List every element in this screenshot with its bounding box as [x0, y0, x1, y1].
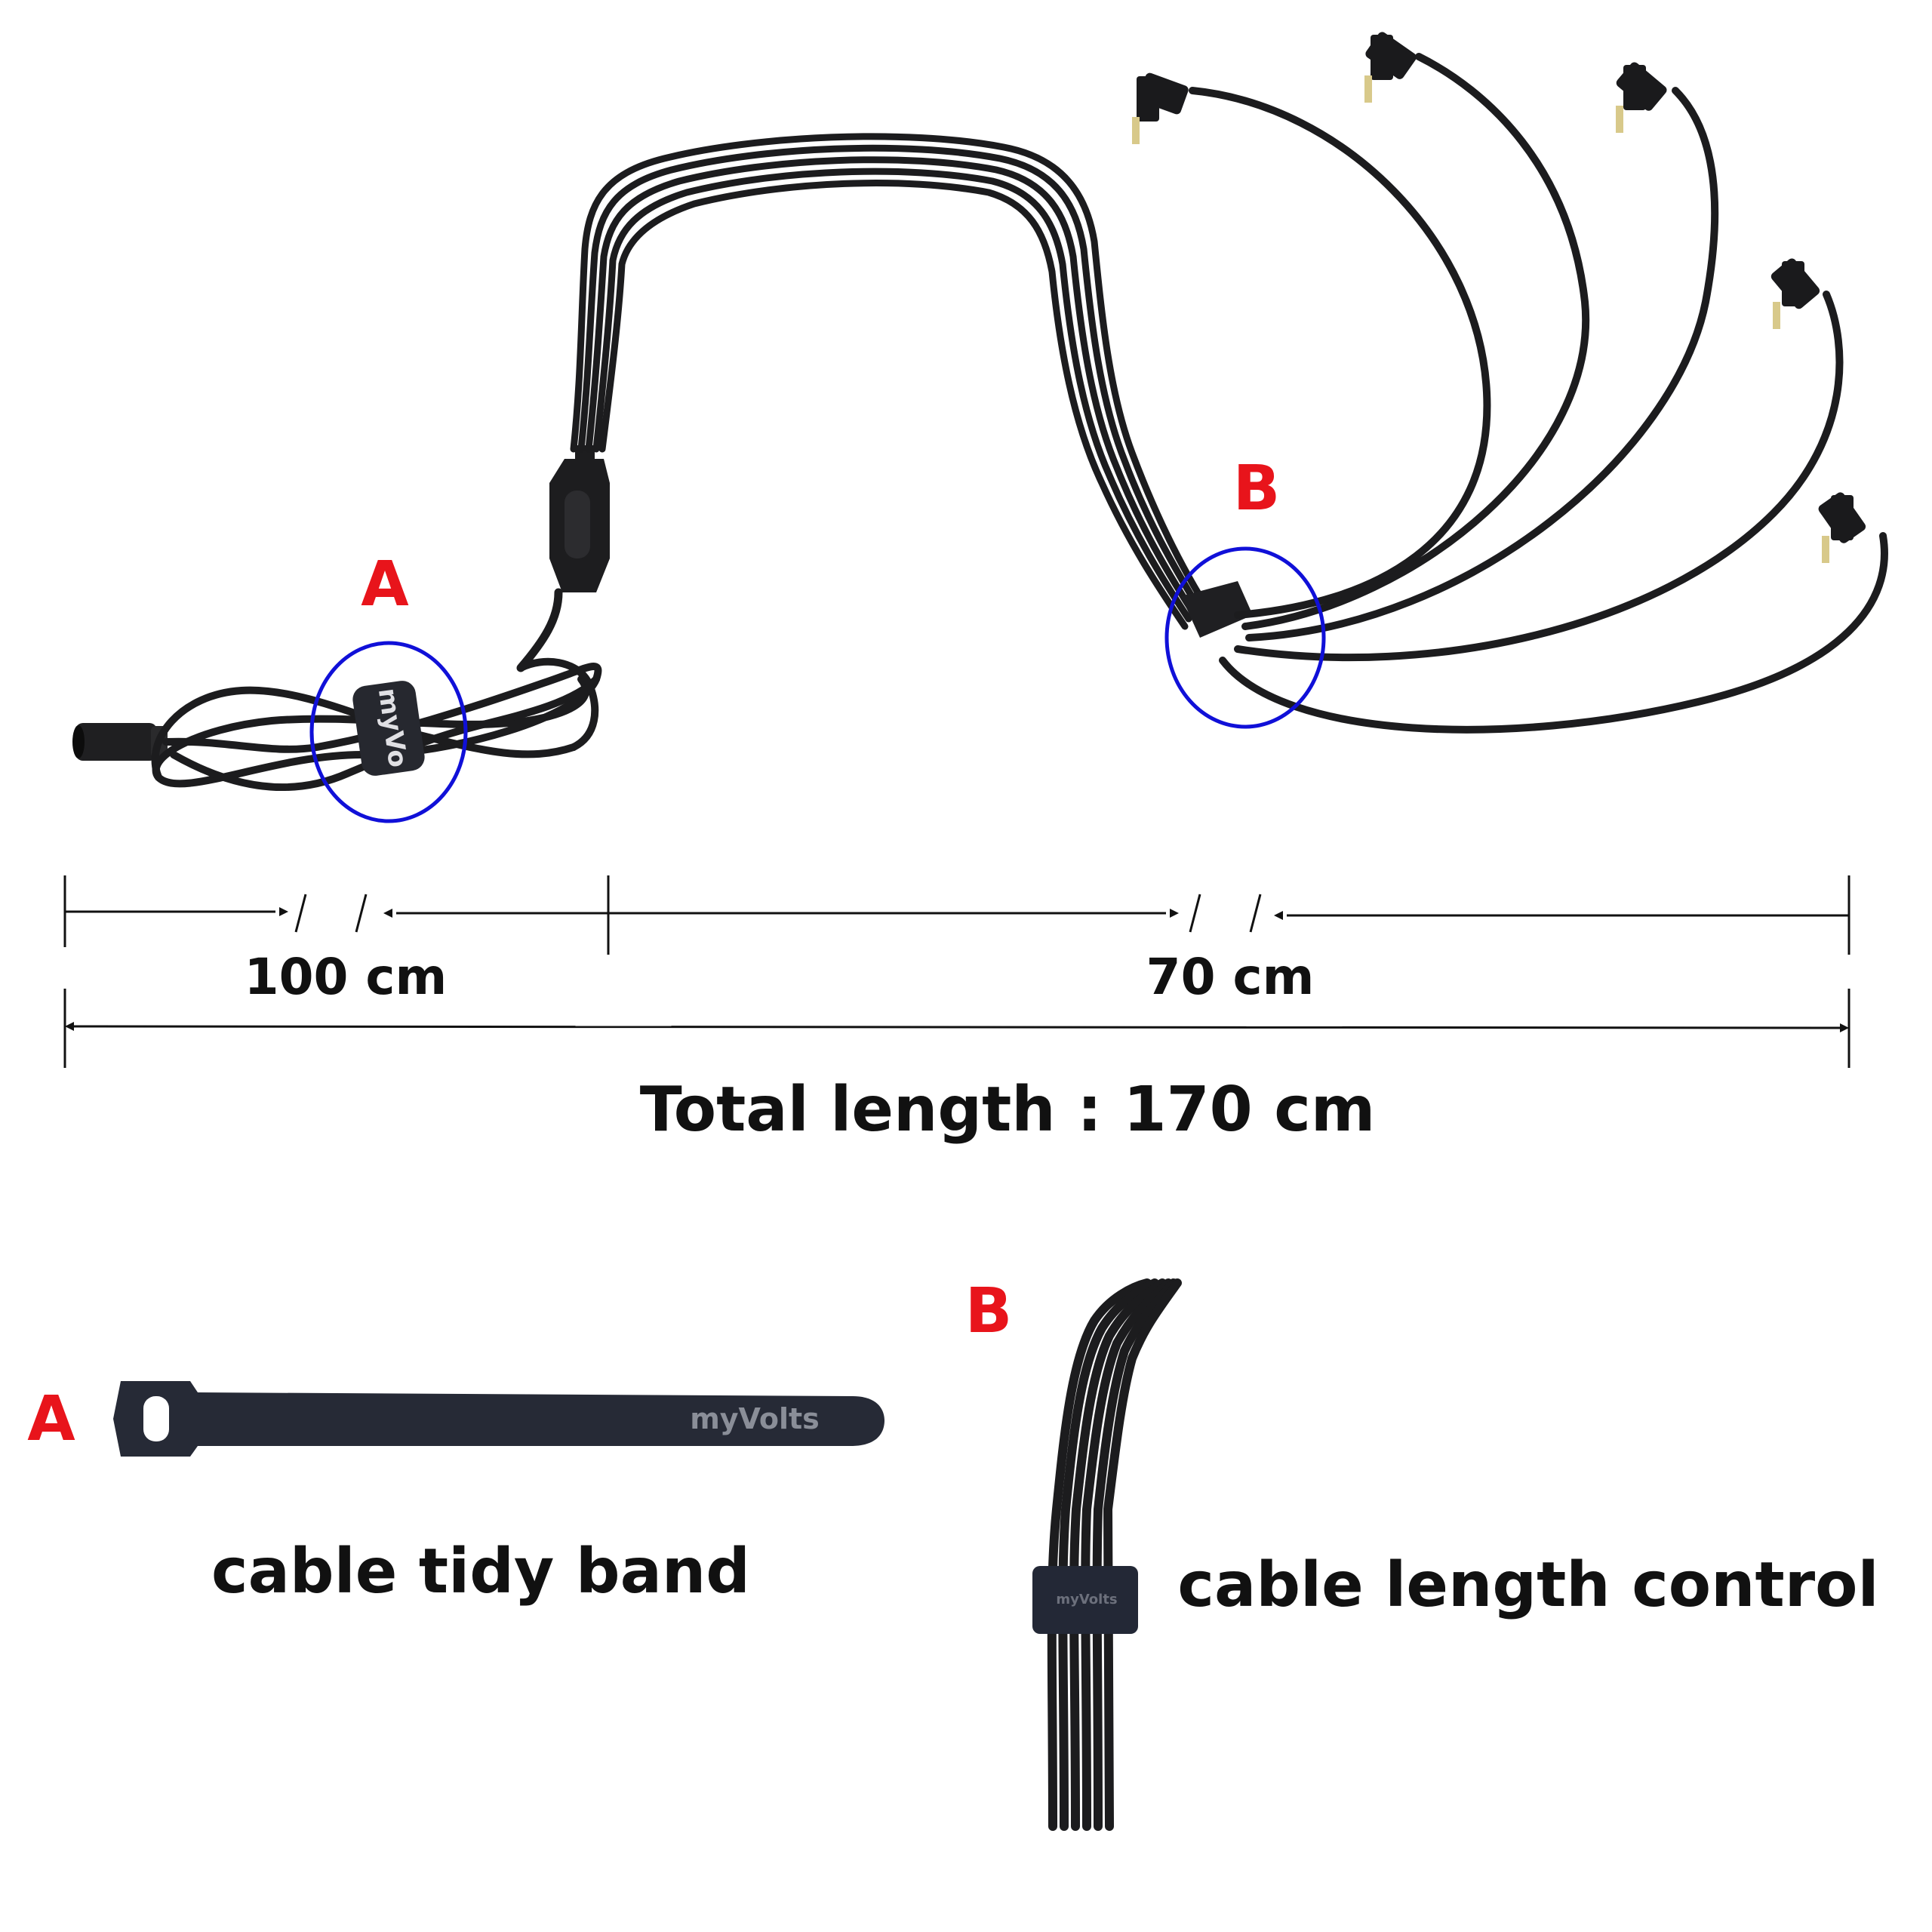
- band-brand-text: myVolts: [690, 1402, 820, 1435]
- tidy-band-on-coil: myVo: [352, 681, 425, 776]
- detail-b-label: B: [965, 1275, 1013, 1347]
- dimension-lines: [63, 875, 1850, 1068]
- detail-a-label: A: [27, 1383, 75, 1455]
- clip-brand-text: myVolts: [1056, 1592, 1117, 1607]
- detail-a-caption: cable tidy band: [211, 1536, 750, 1607]
- dimension-right-label: 70 cm: [1146, 948, 1315, 1006]
- splitter-housing: [549, 445, 610, 592]
- total-length-label: Total length : 170 cm: [640, 1074, 1376, 1146]
- dc-plug: [1364, 32, 1417, 103]
- highlight-circle-b: [1164, 546, 1326, 729]
- detail-b-caption: cable length control: [1177, 1549, 1878, 1621]
- cable-length-control-image: myVolts: [1032, 1278, 1182, 1831]
- output-leads: [1189, 53, 1888, 734]
- dc-plug: [1818, 492, 1866, 563]
- length-control-clip: [1181, 581, 1253, 638]
- dc-plug: [1616, 62, 1667, 133]
- dc-plug: [1770, 258, 1820, 329]
- cable-tidy-band-image: myVolts: [113, 1381, 884, 1457]
- dimension-left-label: 100 cm: [245, 948, 448, 1006]
- ribbon-cable-bundle: [570, 133, 1204, 630]
- dc-plug: [1132, 72, 1189, 144]
- dimension-arrowheads: [65, 907, 1849, 1032]
- daisy-chain-cable: myVo: [72, 32, 1888, 792]
- length-control-clip-detail: [1032, 1566, 1138, 1634]
- highlight-circle-a: [309, 641, 468, 823]
- marker-b-label: B: [1233, 453, 1281, 525]
- dc-plug-connectors: [1132, 32, 1866, 563]
- marker-a-label: A: [361, 549, 409, 620]
